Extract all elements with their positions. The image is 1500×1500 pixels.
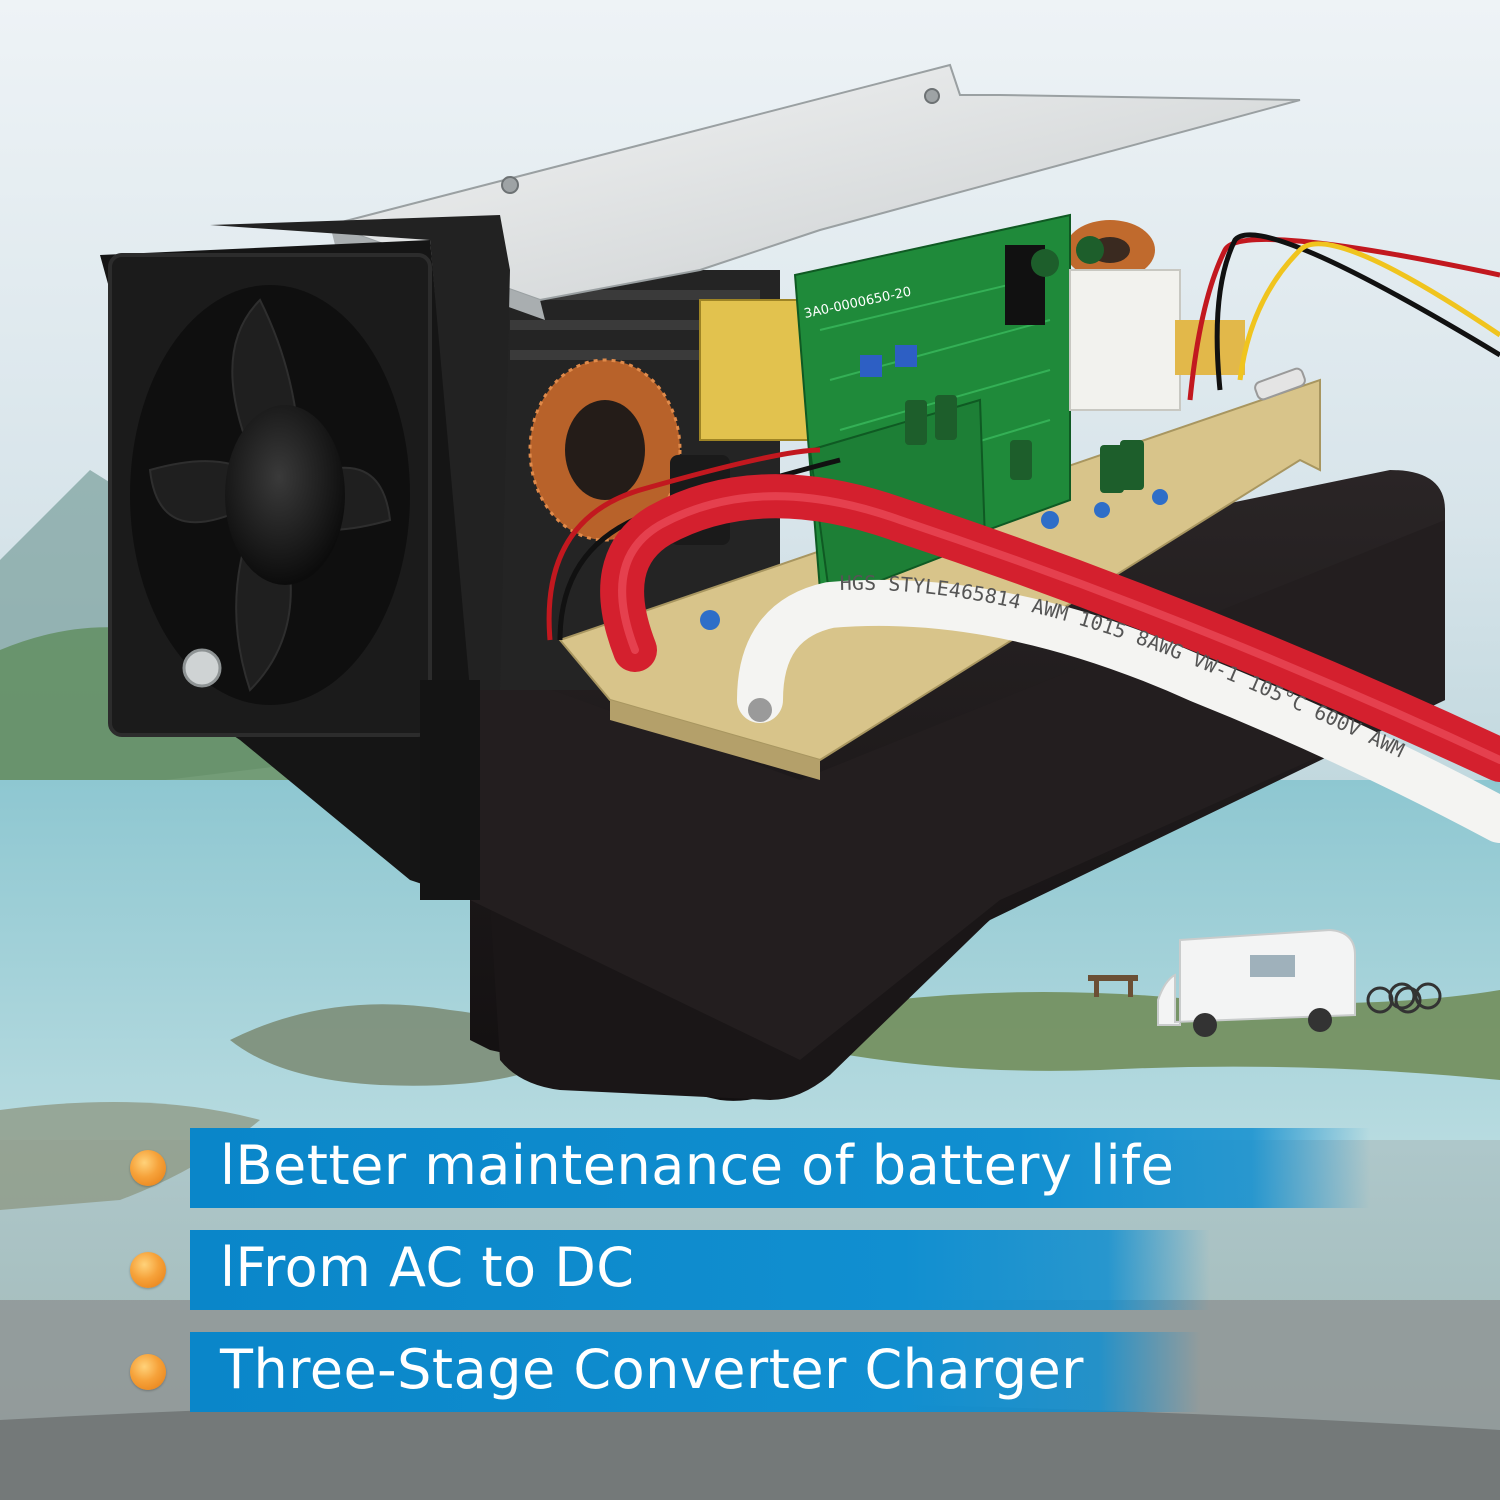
toroid-coil-large — [528, 358, 682, 542]
trim-pot-2 — [895, 345, 917, 367]
pcb-side — [610, 700, 820, 780]
fuse — [1254, 367, 1306, 401]
converter-charger: 3A0-0000650-20 — [100, 63, 1500, 1101]
fan-screw-left — [182, 648, 222, 688]
neg-terminal — [748, 698, 772, 722]
white-power-cable — [737, 579, 1500, 843]
transformer — [699, 299, 811, 441]
fan-bracket — [420, 680, 480, 900]
cooling-fan — [100, 215, 510, 900]
cover-screw-2 — [501, 176, 519, 194]
yellow-capacitor — [1175, 320, 1245, 375]
thin-wires — [546, 232, 1500, 641]
metal-cover — [326, 63, 1301, 302]
bicycles — [1366, 982, 1442, 1014]
road — [0, 1402, 1500, 1500]
base-side — [470, 520, 1445, 1060]
trim-pot-1 — [860, 355, 882, 377]
picnic-table — [1088, 975, 1138, 997]
campervan — [1157, 928, 1356, 1037]
cover-screw-1 — [924, 88, 940, 104]
relay — [1069, 269, 1181, 411]
